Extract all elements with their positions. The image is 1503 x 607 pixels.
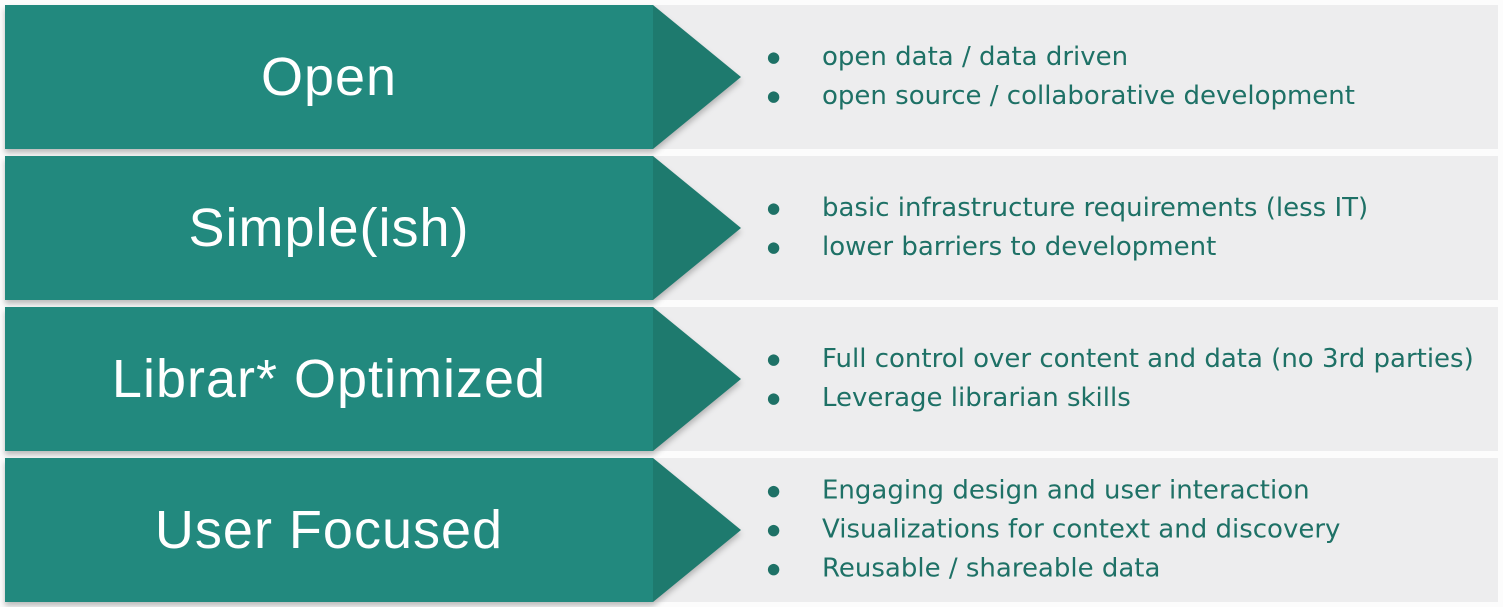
bullet-dot-icon: ●	[767, 48, 781, 66]
feature-row-open: Open ● open data / data driven ● open sour…	[5, 5, 1498, 149]
banner-rect: User Focused	[5, 458, 653, 602]
banner-arrow-librar-optimized: Librar* Optimized	[5, 307, 741, 451]
banner-rect: Open	[5, 5, 653, 149]
bullet-item: ● Reusable / shareable data	[765, 550, 1340, 589]
bullet-dot-icon: ●	[767, 559, 781, 578]
banner-arrow-open: Open	[5, 5, 741, 149]
bullet-dot-icon: ●	[767, 87, 781, 105]
bullet-list: ● Full control over content and data (no …	[765, 340, 1474, 418]
bullet-item: ● basic infrastructure requirements (less…	[765, 189, 1368, 228]
arrow-tip-icon	[653, 307, 741, 451]
bullet-text: Reusable / shareable data	[822, 553, 1161, 584]
bullet-text: open source / collaborative development	[822, 81, 1355, 111]
bullet-item: ● Full control over content and data (no …	[765, 340, 1474, 379]
feature-row-user-focused: User Focused ● Engaging design and user i…	[5, 458, 1498, 602]
bullet-item: ● open data / data driven	[765, 38, 1355, 77]
bullet-dot-icon: ●	[767, 350, 781, 368]
bullet-text: open data / data driven	[822, 42, 1129, 72]
arrow-tip-icon	[653, 156, 741, 300]
bullet-item: ● lower barriers to development	[765, 228, 1368, 267]
arrow-tip-icon	[653, 458, 741, 602]
bullet-text: Engaging design and user interaction	[822, 475, 1310, 506]
bullet-item: ● open source / collaborative development	[765, 77, 1355, 116]
banner-title: Simple(ish)	[188, 198, 470, 258]
bullet-dot-icon: ●	[767, 520, 781, 539]
bullet-dot-icon: ●	[767, 481, 781, 500]
bullet-text: lower barriers to development	[822, 232, 1217, 262]
bullet-text: basic infrastructure requirements (less …	[822, 193, 1369, 223]
bullet-list: ● open data / data driven ● open source / …	[765, 38, 1355, 116]
bullet-text: Full control over content and data (no 3…	[822, 344, 1474, 374]
bullet-dot-icon: ●	[767, 389, 781, 407]
bullet-list: ● basic infrastructure requirements (less…	[765, 189, 1368, 267]
feature-row-librar-optimized: Librar* Optimized ● Full control over con…	[5, 307, 1498, 451]
bullet-dot-icon: ●	[767, 199, 781, 217]
bullet-list: ● Engaging design and user interaction ● V…	[765, 472, 1340, 589]
bullet-item: ● Engaging design and user interaction	[765, 472, 1340, 511]
bullet-item: ● Visualizations for context and discover…	[765, 511, 1340, 550]
banner-rect: Simple(ish)	[5, 156, 653, 300]
bullet-text: Visualizations for context and discovery	[822, 514, 1341, 545]
bullet-text: Leverage librarian skills	[822, 383, 1131, 413]
banner-title: Librar* Optimized	[111, 349, 547, 409]
banner-arrow-simple: Simple(ish)	[5, 156, 741, 300]
banner-rect: Librar* Optimized	[5, 307, 653, 451]
bullet-dot-icon: ●	[767, 238, 781, 256]
banner-title: Open	[260, 47, 398, 107]
banner-title: User Focused	[154, 500, 504, 560]
arrow-tip-icon	[653, 5, 741, 149]
banner-arrow-user-focused: User Focused	[5, 458, 741, 602]
feature-row-simple: Simple(ish) ● basic infrastructure requir…	[5, 156, 1498, 300]
bullet-item: ● Leverage librarian skills	[765, 379, 1474, 418]
